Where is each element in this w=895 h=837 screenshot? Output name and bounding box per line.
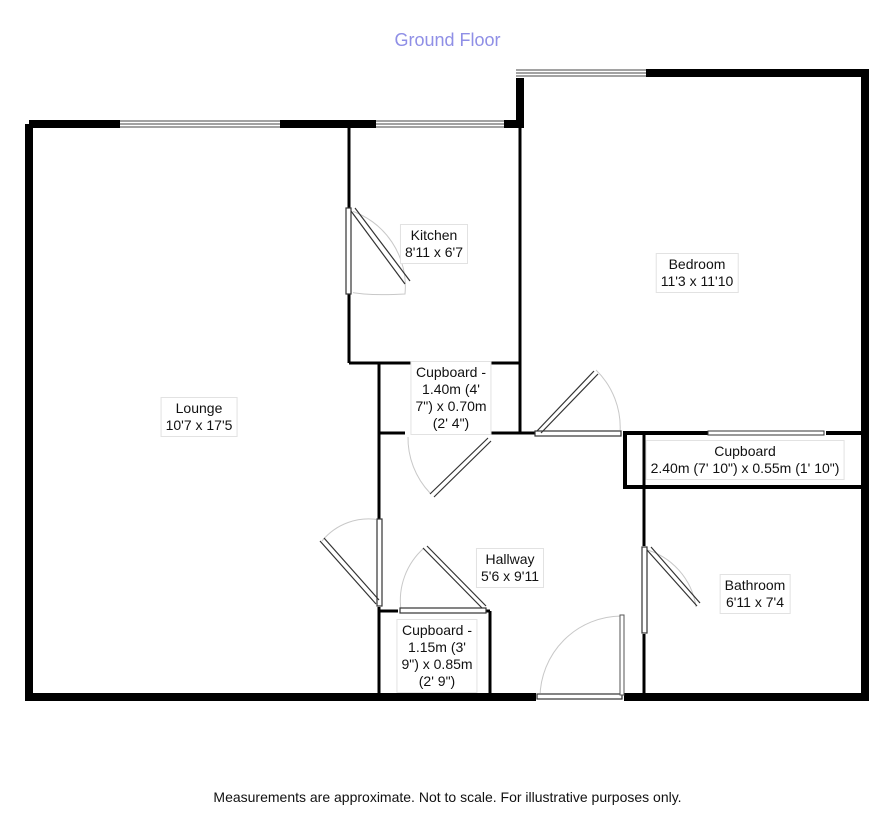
cupboard3-line-4: (2' 9") (418, 673, 456, 689)
room-label-bathroom: Bathroom 6'11 x 7'4 (719, 574, 791, 614)
cupboard1-line-4: (2' 4") (432, 415, 470, 431)
cupboard2-line-2: 2.40m (7' 10") x 0.55m (1' 10") (650, 460, 840, 476)
cupboard3-line-3: 9") x 0.85m (401, 656, 473, 672)
bathroom-door-leaf (641, 546, 648, 634)
lounge-door-arc (321, 518, 381, 542)
room-label-lounge: Lounge 10'7 x 17'5 (160, 397, 238, 437)
bathroom-name: Bathroom (724, 577, 786, 593)
hallway-name: Hallway (485, 551, 535, 567)
door-arcs (321, 209, 697, 698)
disclaimer: Measurements are approximate. Not to sca… (213, 789, 682, 805)
room-label-kitchen: Kitchen 8'11 x 6'7 (399, 224, 469, 264)
cupboard1-line-1: Cupboard - (415, 364, 487, 380)
entrance-door-leaf (536, 693, 623, 700)
windows (120, 68, 646, 129)
bedroom-size: 11'3 x 11'10 (660, 273, 734, 289)
hallway-size: 5'6 x 9'11 (480, 568, 540, 584)
kitchen-name: Kitchen (410, 227, 458, 243)
lounge-window (120, 119, 280, 129)
cupboard3-line-2: 1.15m (3' (408, 639, 466, 655)
bathroom-size: 6'11 x 7'4 (725, 594, 785, 610)
kitchen-door-leaf (345, 207, 352, 295)
cupboard3-door-arc (399, 547, 425, 611)
bathroom-door-arc (643, 548, 697, 608)
room-label-bedroom: Bedroom 11'3 x 11'10 (655, 253, 739, 293)
floor-title: Ground Floor (394, 30, 501, 50)
room-label-hallway: Hallway 5'6 x 9'11 (475, 548, 545, 588)
lounge-name: Lounge (175, 400, 223, 416)
bedroom-door-leaf (534, 430, 622, 437)
bedroom-name: Bedroom (668, 256, 726, 272)
cupboard3-line-1: Cupboard - (401, 622, 473, 638)
cupboard2-line-1: Cupboard (714, 443, 776, 459)
cupboard2-door-leaf (707, 430, 825, 436)
lounge-size: 10'7 x 17'5 (165, 417, 233, 433)
kitchen-door-arc (348, 209, 406, 296)
kitchen-window (376, 119, 504, 129)
cupboard1-door-arc (407, 435, 431, 494)
entrance-door-arc (539, 615, 622, 698)
entrance-door-panel (619, 614, 625, 696)
bedroom-door-arc (595, 369, 621, 434)
room-label-cupboard-1: Cupboard - 1.40m (4' 7") x 0.70m (2' 4") (410, 361, 492, 435)
room-label-cupboard-2: Cupboard 2.40m (7' 10") x 0.55m (1' 10") (645, 440, 845, 480)
bedroom-window (516, 68, 646, 78)
lounge-door-leaf (376, 518, 383, 607)
cupboard1-line-3: 7") x 0.70m (415, 398, 487, 414)
cupboard3-door-leaf (399, 607, 487, 614)
cupboard1-line-2: 1.40m (4' (422, 381, 480, 397)
room-label-cupboard-3: Cupboard - 1.15m (3' 9") x 0.85m (2' 9") (396, 619, 478, 693)
kitchen-size: 8'11 x 6'7 (404, 244, 464, 260)
